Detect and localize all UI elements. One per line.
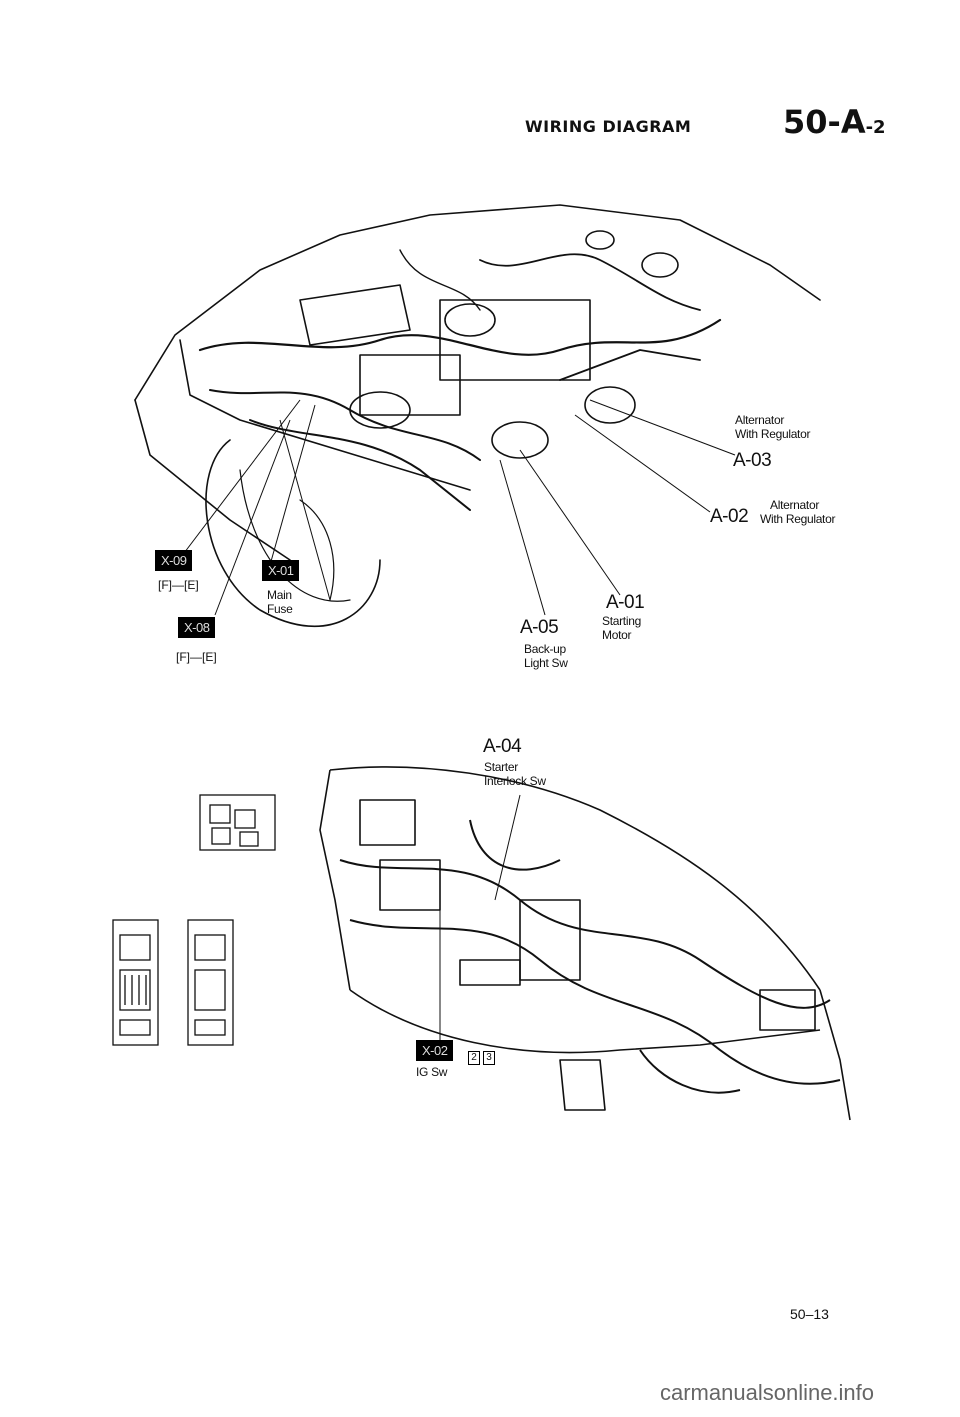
a01-desc-line1: Starting: [602, 614, 641, 628]
a03-code: A-03: [733, 450, 772, 471]
a04-desc: Starter Interlock Sw: [484, 760, 546, 788]
a02-code: A-02: [710, 506, 749, 527]
a02-desc-line2: With Regulator: [760, 512, 836, 526]
a04-desc-line2: Interlock Sw: [484, 774, 546, 788]
x01-desc-line2: Fuse: [267, 602, 293, 616]
relay-block: [199, 794, 276, 851]
battery: [359, 354, 461, 416]
x02-pin-2: 2: [468, 1051, 480, 1065]
heater-box: [519, 899, 581, 981]
x08-badge: X-08: [178, 617, 216, 638]
a01-desc-line2: Motor: [602, 628, 632, 642]
watermark: carmanualsonline.info: [660, 1380, 875, 1405]
x02-pin-3: 3: [483, 1051, 495, 1065]
a03-desc-line1: Alternator: [735, 413, 785, 427]
a04-code: A-04: [483, 736, 522, 757]
ig-switch-body: [379, 859, 441, 911]
x01-desc: Main Fuse: [267, 588, 293, 616]
a05-desc: Back-up Light Sw: [524, 642, 568, 670]
a02-desc-line1: Alternator: [770, 498, 820, 512]
x09-sub: [F]—[E]: [158, 578, 199, 592]
section-sub: -2: [865, 117, 886, 138]
fuse-block-right: [187, 919, 234, 1046]
right-vent: [759, 989, 816, 1031]
section-code: 50-A: [783, 103, 866, 141]
a02-desc: Alternator With Regulator: [760, 498, 835, 526]
wheel-arch: [205, 439, 381, 628]
alternator-body: [584, 386, 636, 424]
left-vent: [359, 799, 416, 846]
x01-badge: X-01: [262, 560, 300, 581]
a05-code: A-05: [520, 617, 559, 638]
x08-sub: [F]—[E]: [176, 650, 217, 664]
a01-code: A-01: [606, 592, 645, 613]
a05-desc-line2: Light Sw: [524, 656, 568, 670]
dash-left: [319, 769, 351, 991]
fuse-block-left: [112, 919, 159, 1046]
hood-line: [134, 204, 821, 401]
a05-desc-line1: Back-up: [524, 642, 566, 656]
starter-body: [491, 421, 549, 459]
fender-line: [134, 399, 291, 561]
page-title: WIRING DIAGRAM: [525, 117, 692, 136]
dash-bottom: [349, 989, 821, 1054]
front-panel: [179, 339, 471, 491]
dash-top: [329, 766, 821, 991]
engine-block: [439, 299, 591, 381]
section-number: 50-A-2: [783, 103, 886, 141]
x09-badge: X-09: [155, 550, 193, 571]
a04-desc-line1: Starter: [484, 760, 518, 774]
x01-desc-line1: Main: [267, 588, 292, 602]
a01-desc: Starting Motor: [602, 614, 641, 642]
page-number: 50–13: [790, 1306, 829, 1322]
x02-desc: IG Sw: [416, 1065, 448, 1079]
a03-desc: Alternator With Regulator: [735, 413, 810, 441]
x02-badge: X-02: [416, 1040, 454, 1061]
a03-desc-line2: With Regulator: [735, 427, 811, 441]
